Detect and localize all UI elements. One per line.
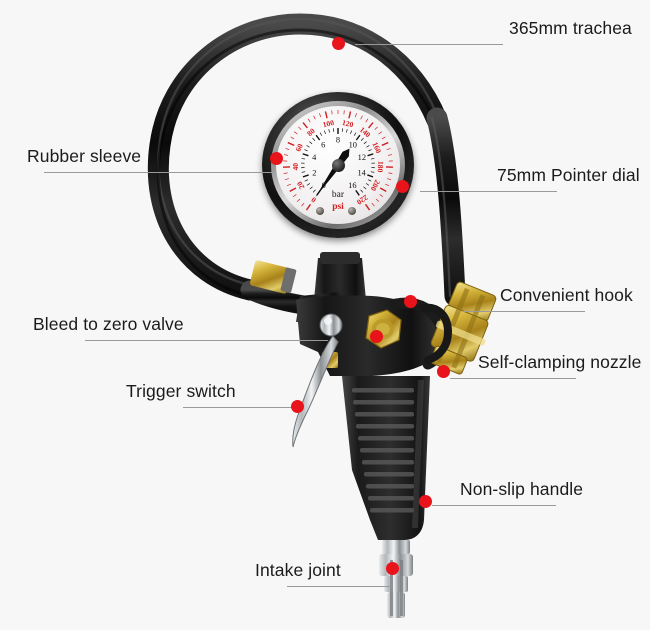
svg-text:6: 6 — [321, 140, 325, 149]
trigger-lever — [292, 335, 339, 448]
callout-dot-intake-joint — [386, 562, 399, 575]
callout-leader-self-clamping-nozzle — [450, 378, 576, 379]
callout-label-convenient-hook: Convenient hook — [500, 285, 633, 305]
svg-text:2: 2 — [312, 169, 316, 178]
svg-text:160: 160 — [370, 141, 383, 155]
svg-text:80: 80 — [305, 126, 317, 138]
callout-label-trachea: 365mm trachea — [509, 18, 632, 38]
intake-joint — [379, 540, 413, 618]
callout-dot-non-slip-handle — [419, 495, 432, 508]
handle-ribs — [352, 388, 414, 513]
callout-dot-pointer-dial — [396, 180, 409, 193]
svg-text:8: 8 — [336, 136, 340, 145]
callout-label-non-slip-handle: Non-slip handle — [460, 479, 584, 499]
gauge-stem — [314, 258, 366, 300]
bleed-valve-knob — [319, 313, 343, 337]
callout-dot-trachea — [332, 37, 345, 50]
callout-leader-bleed-valve — [85, 340, 328, 341]
svg-text:4: 4 — [312, 153, 317, 162]
svg-text:20: 20 — [295, 180, 307, 191]
svg-text:120: 120 — [341, 118, 354, 129]
gauge-screw-right — [348, 207, 356, 215]
callout-leader-non-slip-handle — [432, 505, 556, 506]
gauge-screw-left — [316, 207, 324, 215]
callout-dot-convenient-hook — [404, 295, 417, 308]
callout-label-self-clamping-nozzle: Self-clamping nozzle — [478, 352, 642, 372]
gauge-unit-psi: psi — [332, 202, 344, 212]
callout-leader-intake-joint — [287, 586, 391, 587]
callout-leader-rubber-sleeve — [44, 172, 272, 173]
gauge-pointer-hub — [331, 158, 345, 172]
callout-label-intake-joint: Intake joint — [255, 560, 341, 580]
svg-text:12: 12 — [358, 153, 366, 162]
callout-leader-convenient-hook — [463, 311, 585, 312]
hose-ferrule-left — [250, 260, 297, 294]
callout-dot-self-clamping-nozzle — [437, 365, 450, 378]
callout-label-rubber-sleeve: Rubber sleeve — [27, 146, 142, 166]
svg-text:0: 0 — [309, 195, 317, 205]
gauge-unit-bar: bar — [331, 190, 345, 200]
callout-dot-trigger-switch — [291, 400, 304, 413]
callout-label-pointer-dial: 75mm Pointer dial — [497, 165, 640, 185]
svg-text:16: 16 — [348, 181, 356, 190]
callout-leader-trigger-switch — [183, 407, 294, 408]
svg-text:180: 180 — [376, 161, 385, 173]
svg-text:100: 100 — [322, 118, 335, 129]
nozzle-clamp-lever — [420, 303, 453, 364]
svg-text:14: 14 — [357, 169, 366, 178]
callout-dot-bleed-valve — [370, 330, 383, 343]
callout-leader-trachea — [355, 44, 503, 45]
callout-dot-rubber-sleeve — [270, 152, 283, 165]
svg-text:10: 10 — [349, 140, 357, 149]
callout-label-bleed-valve: Bleed to zero valve — [33, 314, 184, 334]
callout-leader-pointer-dial — [420, 191, 557, 192]
svg-text:60: 60 — [294, 142, 305, 153]
callout-label-trigger-switch: Trigger switch — [126, 381, 236, 401]
svg-text:40: 40 — [291, 163, 300, 171]
